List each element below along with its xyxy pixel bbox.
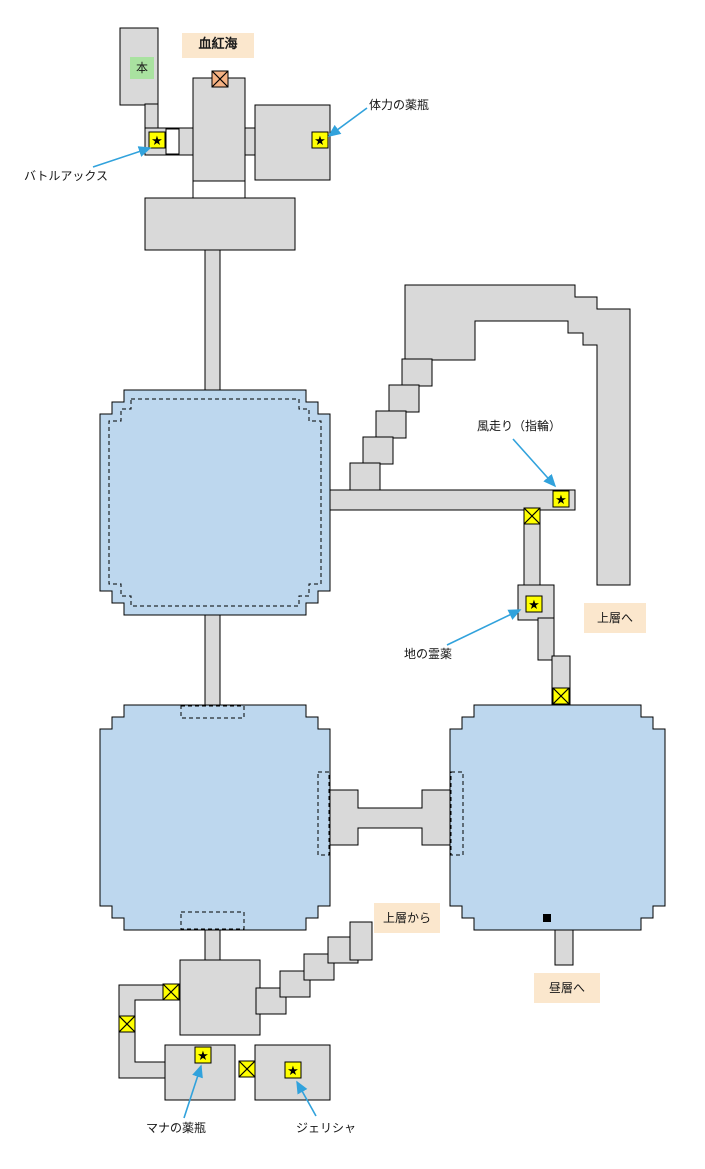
passage-down-2 [537, 617, 555, 661]
label-mana-potion: マナの薬瓶 [146, 1121, 207, 1135]
svg-text:★: ★ [314, 134, 326, 149]
door-cross-icon [523, 507, 541, 525]
label-battle-axe: バトルアックス [24, 169, 109, 183]
arrow-wind-ring [512, 438, 557, 488]
svg-text:★: ★ [151, 134, 163, 149]
staircase-lower [255, 921, 373, 1015]
entrance-dashed-left [450, 771, 464, 856]
passage-book-down [144, 103, 159, 131]
label-jelisha: ジェリシャ [296, 1121, 357, 1135]
staircase-upper [349, 358, 433, 492]
callout-arrows [92, 107, 557, 1119]
passage-to-right-room [244, 127, 256, 156]
hub-room [179, 959, 261, 1036]
svg-text:★: ★ [528, 598, 540, 613]
entrance-dashed-bottom [180, 911, 245, 930]
label-from-upper: 上層から [374, 903, 440, 933]
star-earth-elixir-icon: ★ [525, 595, 543, 613]
label-to-upper: 上層へ [584, 603, 646, 633]
corridor-wind-ring [329, 489, 576, 511]
star-hp-potion-icon: ★ [311, 131, 329, 149]
door-gap-corridor [165, 128, 180, 155]
door-gap-hall [192, 180, 246, 199]
great-room-top [99, 389, 331, 616]
star-jelisha-icon: ★ [284, 1061, 302, 1079]
svg-text:★: ★ [555, 493, 567, 508]
arrow-hp-potion [327, 107, 368, 137]
hall-entrance [192, 77, 246, 182]
door-cross-icon [552, 687, 570, 705]
exit-to-lower-passage [554, 929, 574, 966]
area-title: 血紅海 [182, 33, 254, 58]
passage-to-hub [204, 929, 221, 962]
great-rooms [99, 389, 666, 931]
door-cross-icon [118, 1015, 136, 1033]
label-hp-potion: 体力の薬瓶 [369, 98, 430, 112]
arrow-mana-potion [183, 1064, 203, 1119]
entrance-cross-icon [211, 70, 229, 88]
svg-text:★: ★ [287, 1064, 299, 1079]
star-battle-axe-icon: ★ [148, 131, 166, 149]
label-to-lower: 昼層へ [534, 973, 600, 1003]
arrow-earth-elixir [446, 609, 522, 646]
great-room-bottom-right [449, 704, 666, 931]
door-cross-icon [238, 1060, 256, 1078]
markers: ★ ★ ★ ★ [118, 70, 570, 1079]
label-earth-elixir: 地の霊薬 [404, 647, 453, 661]
arrow-jelisha [296, 1080, 317, 1117]
book-marker: 本 [130, 57, 154, 79]
star-mana-potion-icon: ★ [194, 1046, 212, 1064]
great-room-bottom-left [99, 704, 331, 931]
hall-wide [144, 197, 296, 251]
upper-right-hook [404, 284, 631, 586]
label-wind-ring: 風走り（指輪） [477, 419, 562, 433]
arrow-battle-axe [92, 146, 152, 168]
corridors [118, 27, 631, 1101]
corridor-to-great-hall [204, 249, 221, 392]
door-cross-icon [162, 983, 180, 1001]
corridor-great-halls-link [204, 614, 221, 707]
entrance-dashed-right [317, 771, 330, 856]
exit-dot-icon [543, 914, 551, 922]
svg-text:★: ★ [197, 1049, 209, 1064]
entrance-dashed-top [180, 705, 245, 719]
great-room-top-inner-outline [108, 398, 322, 607]
room-jelisha [254, 1044, 331, 1101]
corridor-rooms-link [329, 789, 451, 846]
star-wind-ring-icon: ★ [552, 490, 570, 508]
